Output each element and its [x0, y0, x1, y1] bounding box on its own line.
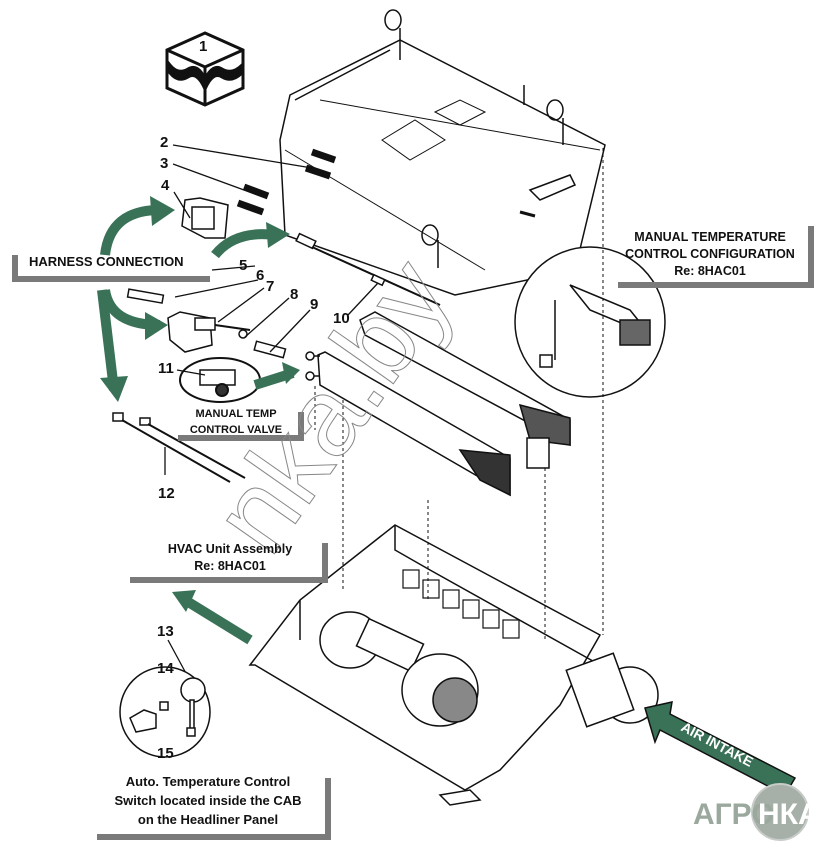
agro-nka-logo: АГРО НКА	[693, 783, 820, 841]
arrowhead-harness-12	[100, 376, 128, 402]
callout-leaders	[145, 144, 379, 746]
harness-frame-bottom	[12, 276, 210, 282]
arrowhead-hvac	[172, 590, 196, 612]
valve-frame-right	[298, 412, 304, 440]
arrow-to-harness-12	[97, 289, 119, 391]
logo-text-left: АГРО	[693, 798, 775, 831]
evaporator-core	[359, 311, 571, 469]
callout-7: 7	[266, 278, 275, 295]
config-frame-bottom	[618, 282, 814, 288]
valve-frame-bottom	[178, 435, 304, 441]
harness-frame-left	[12, 255, 18, 281]
top-cover-panel	[279, 9, 606, 296]
valve-line-2: CONTROL VALVE	[189, 424, 283, 436]
auto-line-1: Auto. Temperature Control	[125, 774, 291, 789]
air-intake-arrow: AIR INTAKE	[644, 701, 797, 796]
config-line-3: Re: 8HAC01	[674, 264, 746, 278]
section-number: 1	[199, 38, 208, 55]
manual-temp-valve-label: MANUAL TEMP CONTROL VALVE	[176, 406, 296, 438]
hvac-line-1: HVAC Unit Assembly	[167, 542, 293, 556]
hvac-frame-bottom	[130, 577, 328, 583]
auto-temp-switch-inset	[119, 666, 211, 758]
label-frames	[12, 226, 814, 840]
logo-text-right: НКА	[758, 798, 820, 831]
callout-14: 14	[157, 660, 174, 677]
callout-13: 13	[157, 623, 174, 640]
valve-line-1: MANUAL TEMP	[195, 408, 277, 420]
hvac-unit-housing	[248, 524, 659, 806]
arrowhead-valve	[282, 362, 300, 384]
arrowhead-connector	[266, 222, 290, 248]
manual-temp-config-label: MANUAL TEMPERATURE CONTROL CONFIGURATION…	[612, 229, 808, 280]
section-cube-icon	[165, 31, 245, 107]
control-module	[181, 197, 229, 239]
arrow-to-module	[100, 205, 161, 256]
auto-temp-switch-label: Auto. Temperature Control Switch located…	[94, 772, 322, 829]
manual-temp-valve-inset	[179, 357, 261, 403]
config-frame-right	[808, 226, 814, 288]
hvac-unit-label: HVAC Unit Assembly Re: 8HAC01	[140, 541, 320, 575]
auto-frame-right	[325, 778, 331, 840]
callout-6: 6	[256, 267, 265, 284]
filter-panels	[402, 569, 520, 639]
arrowhead-actuator	[145, 312, 168, 340]
config-line-2: CONTROL CONFIGURATION	[625, 247, 795, 261]
callout-8: 8	[290, 286, 299, 303]
dashed-leaders	[314, 148, 604, 640]
callout-2: 2	[160, 134, 169, 151]
callout-12: 12	[158, 485, 175, 502]
config-line-1: MANUAL TEMPERATURE	[634, 230, 786, 244]
callout-9: 9	[310, 296, 319, 313]
callout-3: 3	[160, 155, 169, 172]
arrowhead-module	[150, 196, 175, 226]
harness-parts	[112, 232, 441, 483]
callout-11: 11	[158, 360, 174, 377]
callout-4: 4	[161, 177, 170, 194]
arrowheads	[100, 196, 300, 612]
heater-core	[305, 351, 511, 497]
auto-line-3: on the Headliner Panel	[137, 812, 279, 827]
arrow-hvac-outlet	[182, 595, 253, 645]
callout-10: 10	[333, 310, 350, 327]
callout-5: 5	[239, 257, 248, 274]
callout-15: 15	[157, 745, 174, 762]
auto-line-2: Switch located inside the CAB	[114, 793, 302, 808]
harness-connection-label: HARNESS CONNECTION	[29, 254, 184, 269]
seal-strips	[236, 148, 337, 216]
hvac-line-2: Re: 8HAC01	[194, 559, 266, 573]
hvac-frame-right	[322, 543, 328, 583]
auto-frame-bottom	[97, 834, 331, 840]
